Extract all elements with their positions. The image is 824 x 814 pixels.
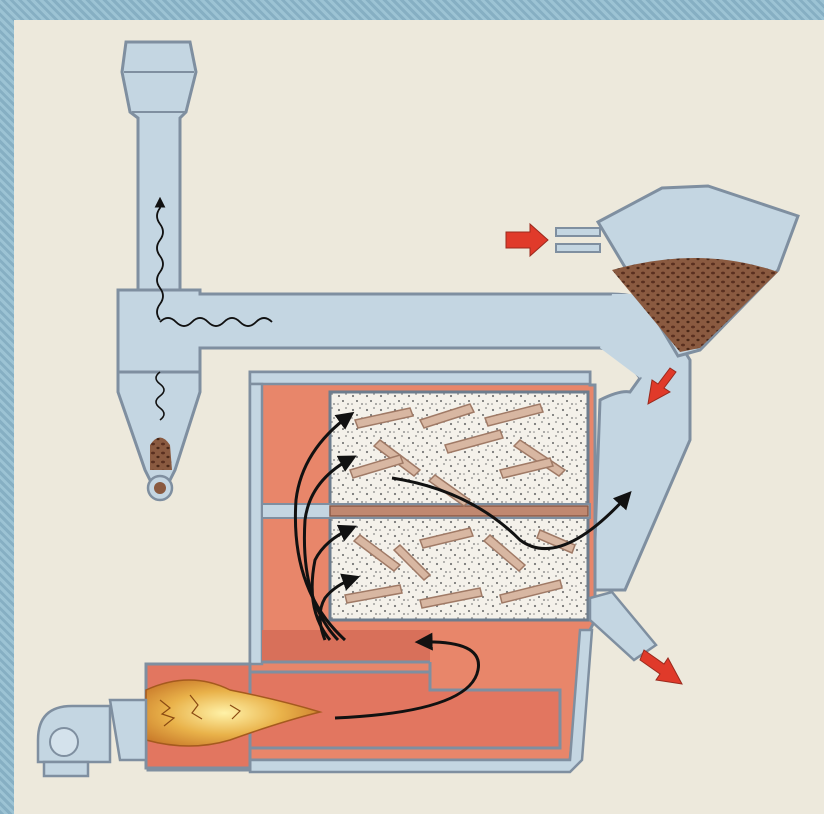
cyclone-separator — [118, 372, 200, 500]
combustion-fan — [38, 700, 146, 776]
discharge-chute — [590, 592, 656, 660]
exhaust-chimney — [122, 42, 272, 326]
